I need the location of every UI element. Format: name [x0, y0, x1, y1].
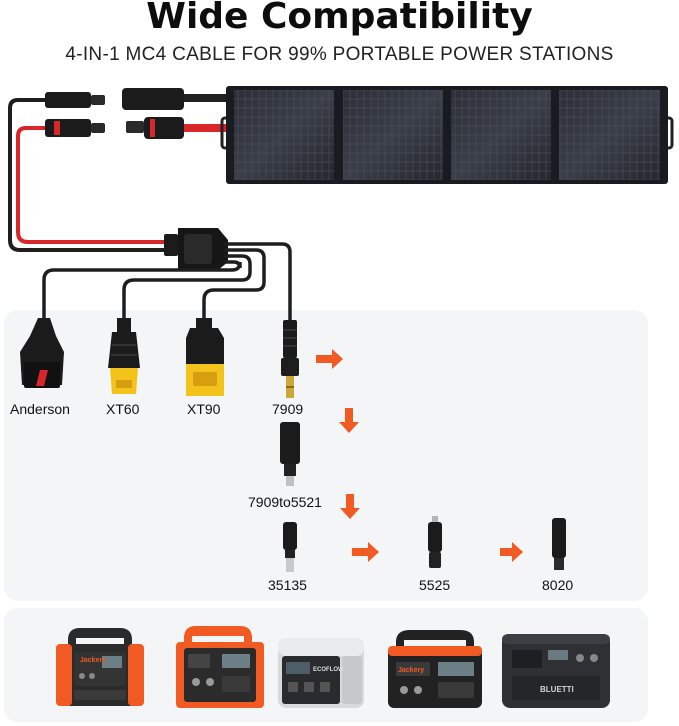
connector-7909: [281, 320, 299, 398]
mc4-connector-top: [45, 88, 228, 110]
label-anderson: Anderson: [10, 401, 70, 417]
page-title: Wide Compatibility: [146, 0, 533, 37]
power-station-3: [278, 638, 364, 708]
arrow-icon: [500, 542, 523, 562]
brand-label: BLUETTI: [540, 685, 574, 694]
brand-label: ECOFLOW: [313, 667, 344, 673]
xt60-connector: [108, 318, 140, 394]
label-8020: 8020: [542, 577, 574, 593]
label-xt90: XT90: [187, 401, 221, 417]
label-35135: 35135: [268, 577, 307, 593]
label-5525: 5525: [419, 577, 451, 593]
arrow-icon: [339, 408, 359, 433]
arrow-icon: [352, 542, 379, 562]
connector-5525: [428, 516, 442, 568]
output-cables: [42, 242, 292, 324]
power-station-5: [502, 634, 610, 708]
splitter-hub: [164, 228, 228, 270]
solar-panel: [220, 86, 674, 184]
arrow-icon: [316, 349, 343, 369]
brand-label: Jackery: [398, 667, 424, 674]
connector-8020: [552, 518, 566, 570]
connector-35135: [283, 522, 297, 572]
page-subtitle: 4-IN-1 MC4 CABLE FOR 99% PORTABLE POWER …: [65, 44, 614, 65]
adapter-7909to5521: [280, 422, 300, 486]
label-xt60: XT60: [106, 401, 140, 417]
brand-label: Jackery: [80, 657, 106, 664]
power-station-1: [56, 628, 144, 706]
power-station-4: [388, 630, 482, 708]
label-7909: 7909: [272, 401, 304, 417]
label-7909to5521: 7909to5521: [248, 494, 322, 510]
mc4-cables: [8, 98, 172, 252]
arrow-icon: [340, 494, 360, 519]
mc4-connector-bottom: [45, 117, 228, 139]
anderson-connector: [20, 318, 64, 388]
power-station-2: [176, 626, 264, 708]
xt90-connector: [186, 318, 224, 396]
